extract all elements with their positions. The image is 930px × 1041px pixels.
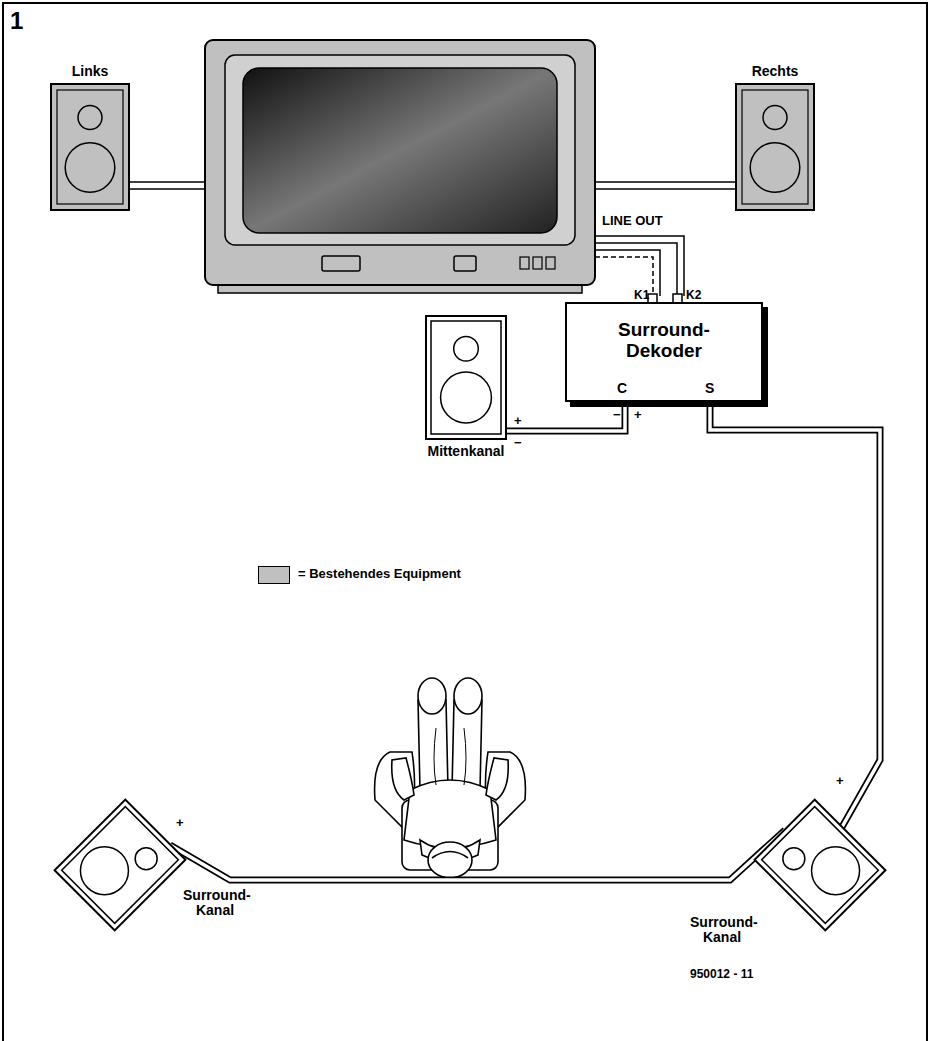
line-out-cable <box>595 229 690 303</box>
signal-name: LINE OUT <box>602 214 663 228</box>
legend-text: = Bestehendes Equipment <box>298 567 461 581</box>
polarity-mark: + <box>514 414 522 428</box>
node-label: Surround- Kanal <box>690 915 754 946</box>
speaker-drawing <box>50 83 130 211</box>
polarity-mark: + <box>836 774 844 788</box>
frame <box>3 3 927 1041</box>
speaker-wire <box>170 830 785 880</box>
polarity-mark: + <box>176 816 184 830</box>
speaker: Surround- Kanal <box>745 790 895 940</box>
terminal-name: C <box>617 381 627 396</box>
speaker: Surround- Kanal <box>45 790 195 940</box>
speaker-wire <box>507 403 625 431</box>
polarity-mark: − <box>514 436 522 450</box>
speaker: Mittenkanal <box>425 315 507 440</box>
figure-number: 1 <box>10 8 23 34</box>
node-label: Rechts <box>752 64 799 79</box>
polarity-mark: + <box>634 408 642 422</box>
legend-swatch <box>258 566 290 584</box>
speaker-drawing <box>745 790 895 940</box>
speaker-drawing <box>45 790 195 940</box>
speaker-wire <box>710 403 880 827</box>
figure-code: 950012 - 11 <box>690 968 753 981</box>
speaker: Rechts <box>735 83 815 211</box>
node-label: Links <box>72 64 109 79</box>
node-label: Mittenkanal <box>427 444 504 459</box>
polarity-mark: − <box>613 408 621 422</box>
television <box>205 40 595 293</box>
speaker-drawing <box>735 83 815 211</box>
pin-name: K1 <box>634 289 649 302</box>
speaker: Links <box>50 83 130 211</box>
pin-name: K2 <box>686 289 701 302</box>
speaker-drawing <box>425 315 507 440</box>
listener-figure <box>375 678 526 878</box>
decoder-box: Surround- Dekoder <box>565 302 763 402</box>
node-label: Surround- Dekoder <box>604 320 724 362</box>
node-label: Surround- Kanal <box>183 888 247 919</box>
terminal-name: S <box>705 381 714 396</box>
